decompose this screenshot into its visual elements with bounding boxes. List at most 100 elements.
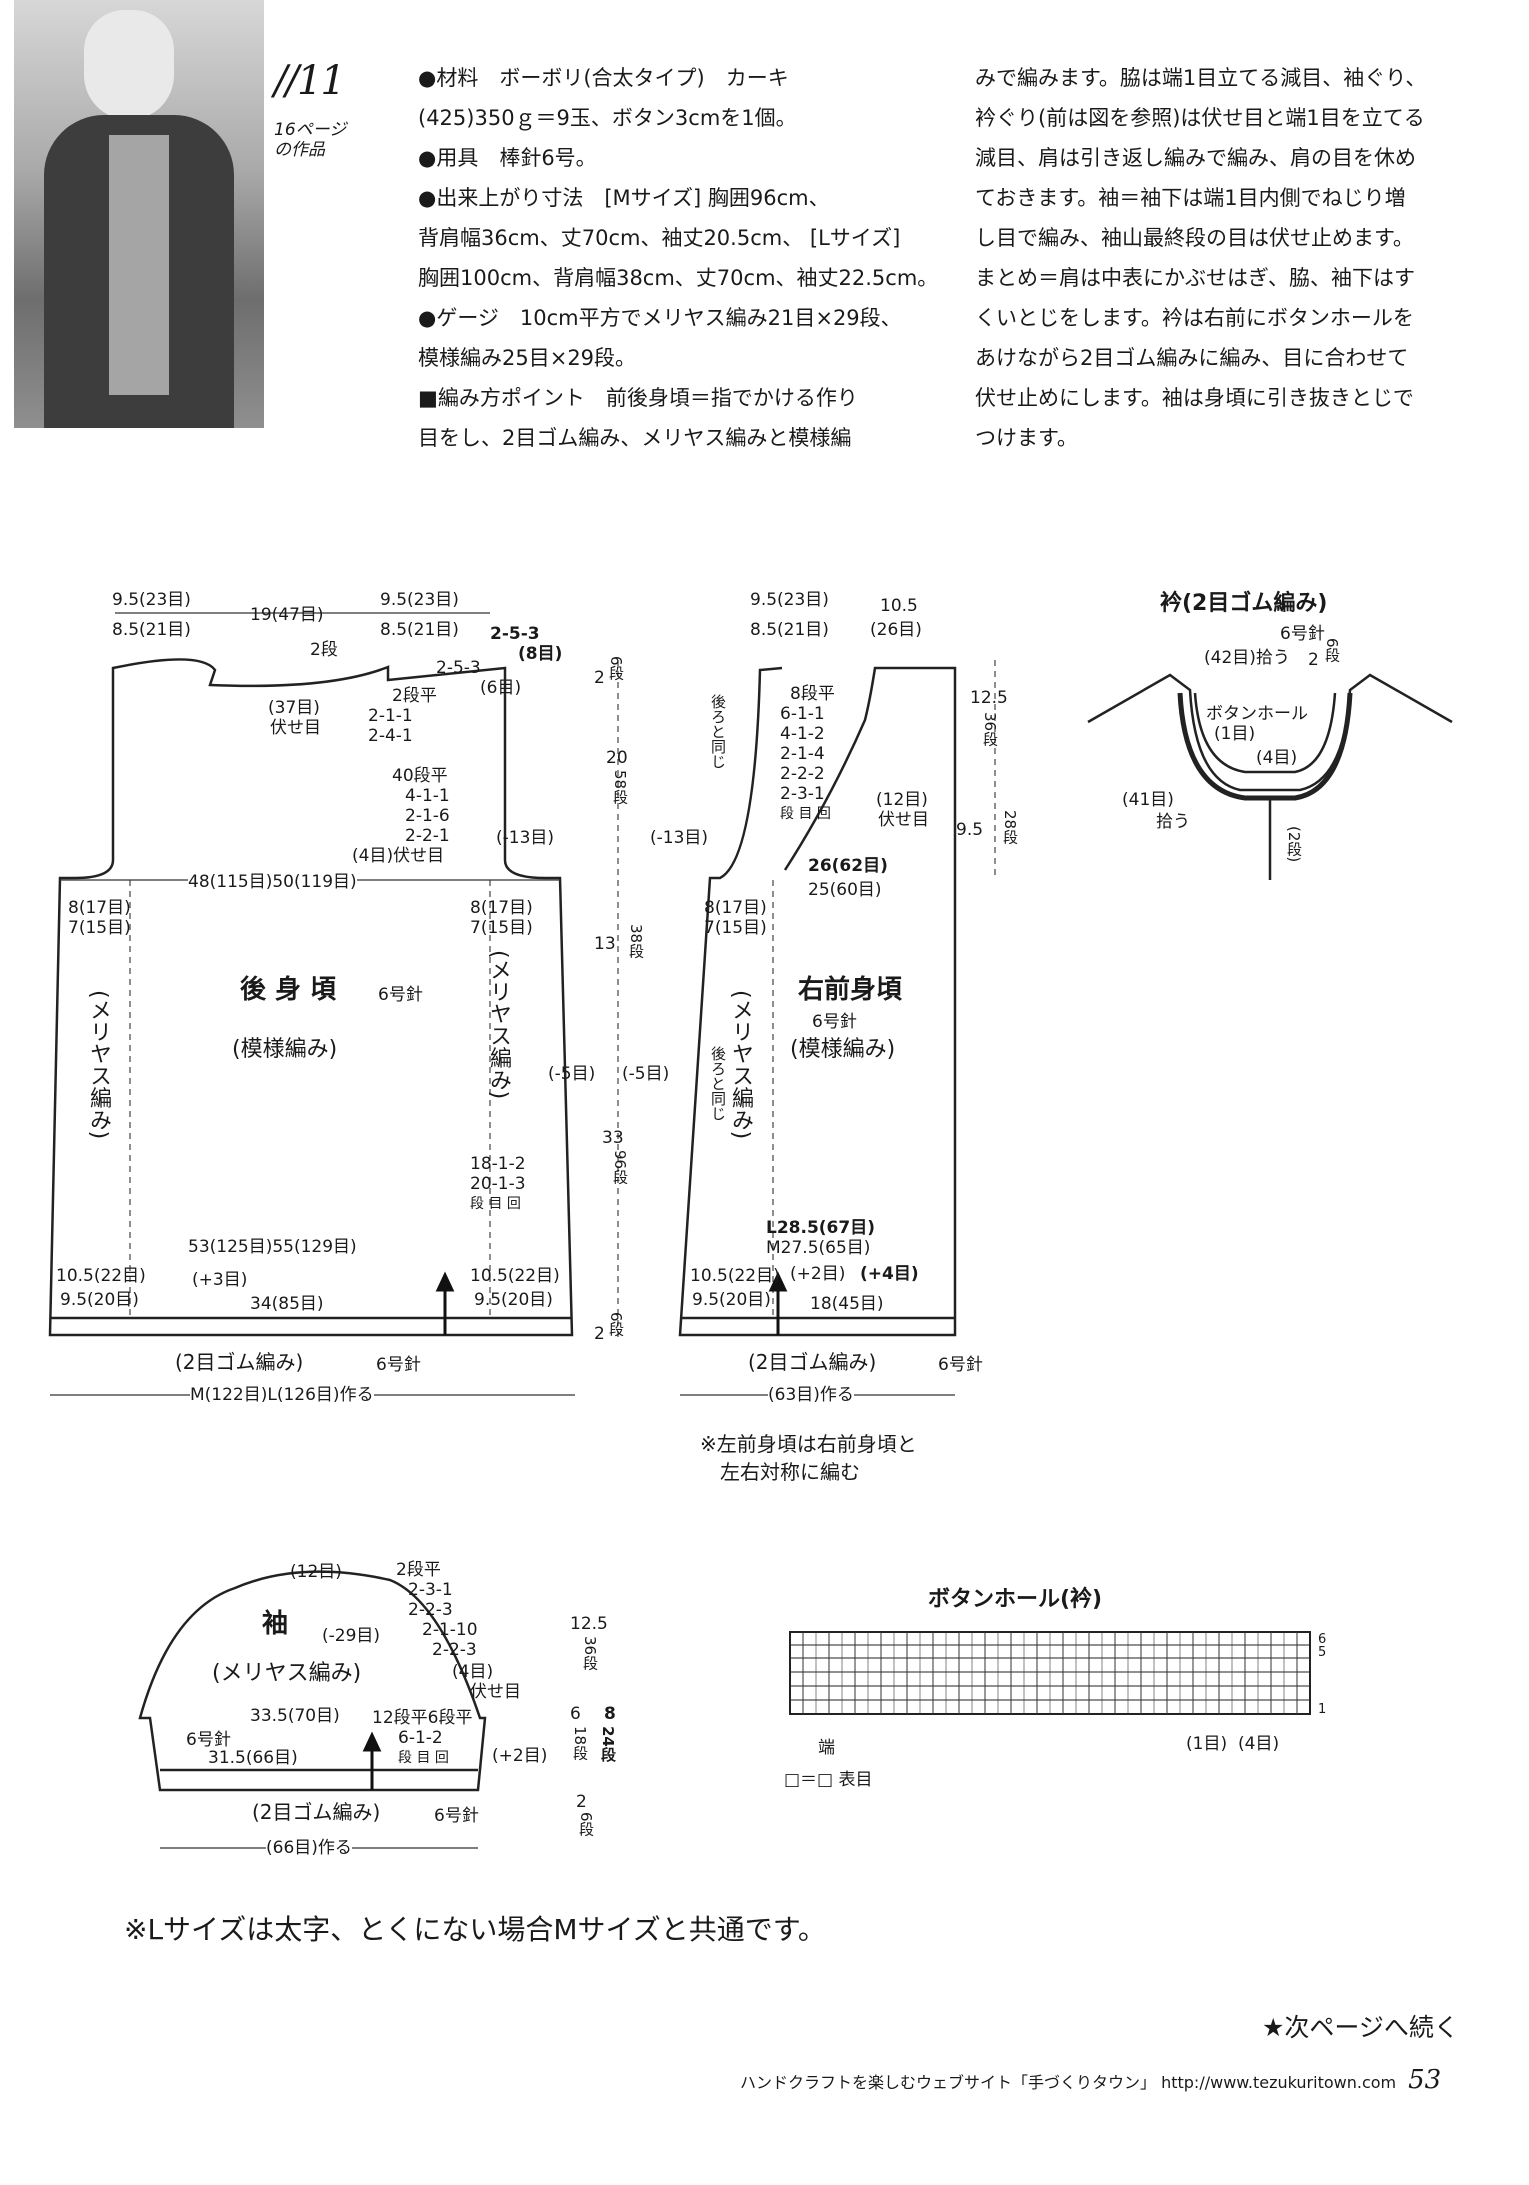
sleeve-title: 袖 (262, 1609, 289, 1639)
instructions-col2: みで編みます。脇は端1目立てる減目、袖ぐり、 衿ぐり(前は図を参照)は伏せ目と端… (975, 58, 1426, 458)
back-shoulder-1b: (8目) (518, 644, 563, 664)
collar-title: 衿(2目ゴム編み) (1160, 591, 1328, 616)
sleeve-dec: 2-2-3 (432, 1640, 477, 1660)
back-rib: (2目ゴム編み) (175, 1350, 304, 1374)
back-center: 34(85目) (250, 1294, 324, 1314)
sleeve-dec: 2-1-10 (422, 1620, 478, 1640)
back-hem-right-2: 9.5(20目) (474, 1290, 553, 1310)
sleeve-inc: 6-1-2 (398, 1728, 443, 1748)
sleeve-v18: 18段 (571, 1726, 589, 1761)
collar-needle: 6号針 (1280, 624, 1325, 644)
photo-inner-shirt (109, 135, 169, 395)
instructions-col1: ●材料 ボーボリ(合太タイプ) カーキ (425)350ｇ＝9玉、ボタン3cmを… (418, 58, 938, 458)
page-ref-line2: の作品 (274, 140, 325, 160)
back-arm-dec: 40段平 (392, 766, 448, 786)
sleeve-inc: 段 目 回 (398, 1750, 449, 1766)
instr-line: し目で編み、袖山最終段の目は伏せ止めます。 (975, 226, 1414, 250)
front-neck-dec: 2-2-2 (780, 764, 825, 784)
front-hem-L: L28.5(67目) (766, 1218, 875, 1238)
back-arm-dec: 2-1-6 (405, 806, 450, 826)
instr-line: まとめ＝肩は中表にかぶせはぎ、脇、袖下はす (975, 266, 1415, 290)
v-bot-2: 2 (594, 1324, 605, 1344)
collar-buttonhole: ボタンホール (1206, 704, 1308, 724)
instr-line: ■編み方ポイント 前後身頃＝指でかける作り (418, 386, 858, 410)
v-top-2: 2 (594, 668, 605, 688)
bh-legend: □＝□ 表目 (784, 1770, 873, 1790)
instr-line: ●用具 棒針6号。 (418, 146, 597, 170)
buttonhole-columns (802, 1632, 1298, 1714)
instr-line: 伏せ止めにします。袖は身頃に引き抜きとじで (975, 386, 1414, 410)
sleeve-minus29: (-29目) (322, 1626, 381, 1646)
back-neck-dec: 2段平 (392, 686, 437, 706)
back-width: 48(115目)50(119目) (188, 872, 357, 892)
continue-note: ★次ページへ続く (1262, 2013, 1459, 2042)
front-width-2: 25(60目) (808, 880, 882, 900)
back-shoulder-2: 2-5-3 (436, 658, 481, 678)
collar-pick41b: 拾う (1156, 812, 1190, 832)
sleeve-cast-on: (66目)作る (266, 1838, 352, 1858)
collar-pick41: (41目) (1122, 790, 1174, 810)
slash-mark: // (274, 58, 299, 104)
back-stockinette-right: (メリヤス編み) (486, 950, 511, 1100)
work-number-text: 11 (296, 58, 346, 104)
back-neck-dec: 2-4-1 (368, 726, 413, 746)
sleeve-dec: 2段平 (396, 1560, 441, 1580)
bh-row-6: 6 (1318, 1632, 1327, 1647)
instr-line: ●出来上がり寸法 [Mサイズ] 胸囲96cm、 (418, 186, 830, 210)
bh-edge: 端 (818, 1738, 835, 1758)
instr-line: (425)350ｇ＝9玉、ボタン3cmを1個。 (418, 106, 797, 130)
front-center: 18(45目) (810, 1294, 884, 1314)
back-hem-left-2: 9.5(20目) (60, 1290, 139, 1310)
instr-line: くいとじをします。衿は右前にボタンホールを (975, 306, 1414, 330)
back-cast-on: M(122目)L(126目)作る (190, 1385, 374, 1405)
back-hem-left: 10.5(22目) (56, 1266, 146, 1286)
sleeve-needle: 6号針 (186, 1730, 231, 1750)
back-inc: 18-1-2 (470, 1154, 526, 1174)
front-neck-dec: 6-1-1 (780, 704, 825, 724)
v-bot-6: 6段 (607, 1312, 625, 1337)
back-rib-needle: 6号針 (376, 1355, 421, 1375)
sleeve-rib-needle: 6号針 (434, 1806, 479, 1826)
instr-line: ●ゲージ 10cm平方でメリヤス編み21目×29段、 (418, 306, 902, 330)
back-needle: 6号針 (378, 985, 423, 1005)
sleeve-dec: 2-2-3 (408, 1600, 453, 1620)
sleeve-v6: 6 (570, 1704, 581, 1724)
back-body-outline (48, 658, 574, 1337)
front-hem-1: 10.5(22目) (690, 1266, 780, 1286)
front-neck-dec: 段 目 回 (780, 806, 831, 822)
collar-four: (4目) (1256, 748, 1298, 768)
sleeve-v36: 36段 (581, 1636, 599, 1671)
bh-four: (4目) (1238, 1734, 1280, 1754)
instr-line: 胸囲100cm、背肩幅38cm、丈70cm、袖丈22.5cm。 (418, 266, 939, 290)
front-v36: 36段 (981, 712, 999, 747)
back-side-right: 8(17目) (470, 898, 533, 918)
instr-line: 模様編み25目×29段。 (418, 346, 637, 370)
v-33: 33 (602, 1128, 624, 1148)
front-side-2: 7(15目) (704, 918, 767, 938)
front-hem-2: 9.5(20目) (692, 1290, 771, 1310)
front-width-1: 26(62目) (808, 856, 888, 876)
back-neck-bind: (37目) (268, 698, 320, 718)
collar-top-2: 2 (1308, 650, 1319, 670)
front-neck-bind: (12目) (876, 790, 928, 810)
front-neck-dec: 2-1-4 (780, 744, 825, 764)
front-top-left-2: 8.5(21目) (750, 620, 829, 640)
back-side-left-2: 7(15目) (68, 918, 131, 938)
sleeve-width2: 31.5(66目) (208, 1748, 298, 1768)
page-ref-line1: 16ページ (274, 120, 347, 140)
front-plus-a: (+2目) (790, 1264, 846, 1284)
collar-band-inner (1193, 692, 1337, 774)
back-shoulder-2b: (6目) (480, 678, 522, 698)
front-title: 右前身頃 (798, 975, 903, 1005)
footer: ハンドクラフトを楽しむウェブサイト「手づくりタウン」 http://www.te… (740, 2065, 1441, 2095)
instr-line: ておきます。袖＝袖下は端1目内側でねじり増 (975, 186, 1406, 210)
sleeve-v6dan: 6段 (577, 1812, 595, 1837)
instr-line: 減目、肩は引き返し編みで編み、肩の目を休め (975, 146, 1416, 170)
front-stockinette: (メリヤス編み) (728, 990, 753, 1140)
back-inc: 段 目 回 (470, 1196, 521, 1212)
back-shoulder-1: 2-5-3 (490, 624, 540, 644)
v-58: 58段 (611, 770, 629, 805)
front-back-same: 後ろと同じ (709, 694, 727, 769)
back-arm-dec: (4目)伏せ目 (352, 846, 445, 866)
back-minus13: (-13目) (496, 828, 555, 848)
